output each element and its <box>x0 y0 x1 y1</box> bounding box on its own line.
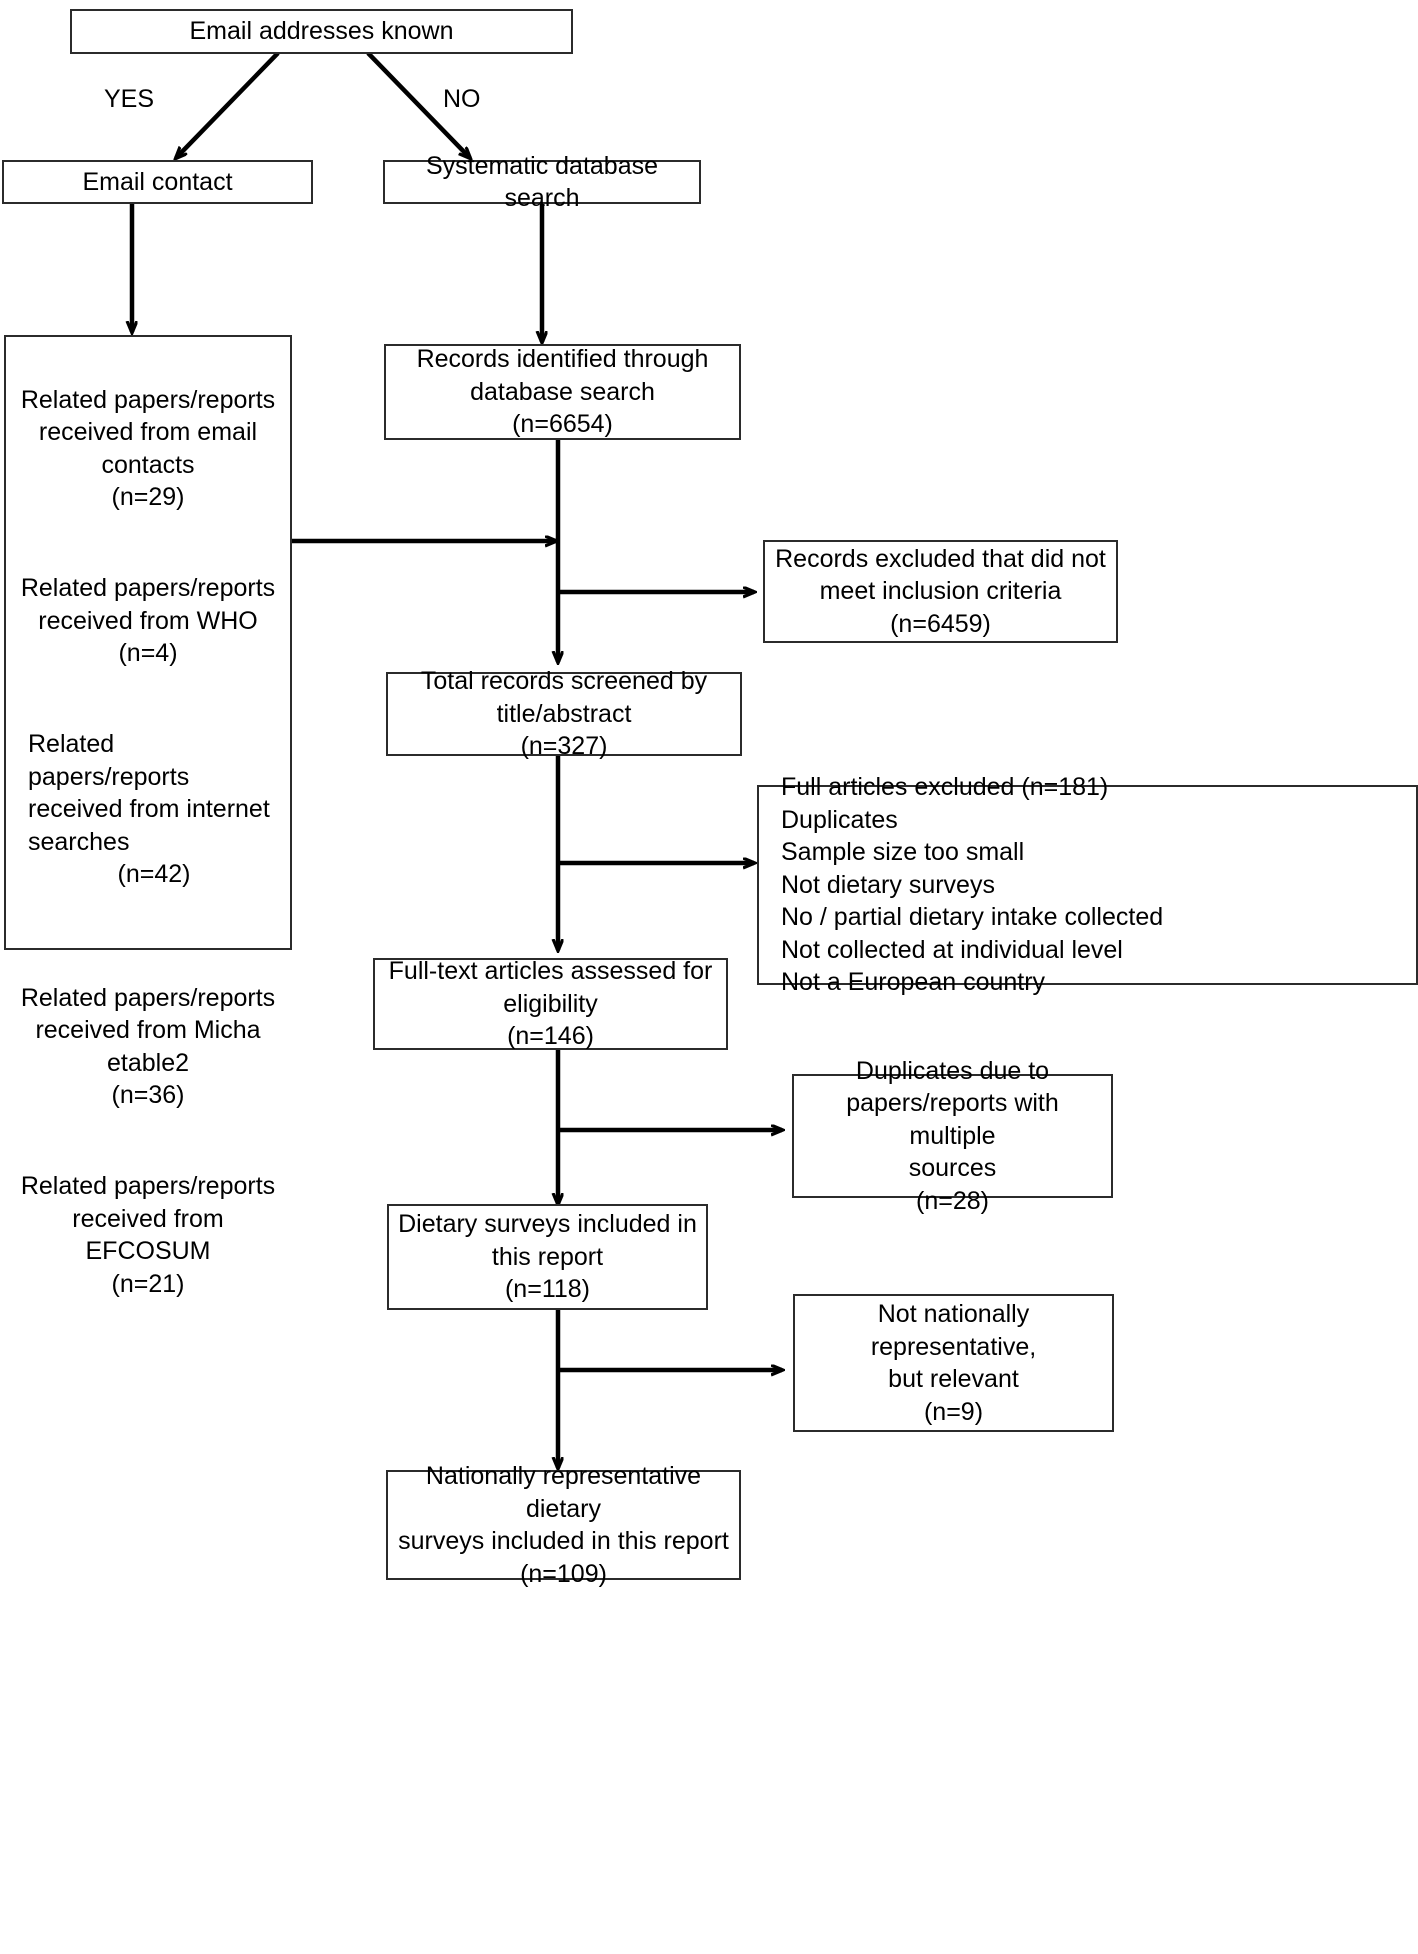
node-label: Dietary surveys included in this report … <box>398 1210 697 1304</box>
edge-label-no: NO <box>443 85 481 113</box>
related-source-count: (n=36) <box>111 1081 185 1109</box>
node-label: Records identified through database sear… <box>416 345 709 439</box>
related-source-group: Related papers/reports received from WHO… <box>16 540 280 670</box>
node-label: Email addresses known <box>189 17 454 46</box>
node-label: Nationally representative dietary survey… <box>398 1462 729 1588</box>
related-source-count: (n=29) <box>111 483 185 511</box>
related-source-head: Related papers/reports received from Mic… <box>20 983 276 1077</box>
node-systematic-database-search[interactable]: Systematic database search <box>383 152 701 212</box>
node-label: Systematic database search <box>425 151 659 213</box>
edge-label-yes: YES <box>104 85 155 113</box>
node-records-excluded[interactable]: Records excluded that did not meet inclu… <box>763 540 1118 643</box>
node-full-text-assessed[interactable]: Full-text articles assessed for eligibil… <box>373 957 728 1051</box>
edge-yes <box>176 51 280 158</box>
related-source-head: Related papers/reports received from EFC… <box>20 1172 276 1265</box>
excluded-line: Not dietary surveys <box>781 870 995 899</box>
node-label: Not nationally representative, but relev… <box>870 1300 1037 1426</box>
excluded-line: No / partial dietary intake collected <box>781 903 1164 932</box>
node-label: Email contact <box>82 167 233 196</box>
related-source-group: Related papers/reports received from Mic… <box>16 949 280 1112</box>
related-source-count: (n=21) <box>111 1269 185 1298</box>
node-email-contact[interactable]: Email contact <box>2 160 313 204</box>
node-duplicates-multiple-sources[interactable]: Duplicates due to papers/reports with mu… <box>792 1057 1113 1215</box>
node-email-addresses-known[interactable]: Email addresses known <box>70 9 573 54</box>
node-nationally-representative[interactable]: Nationally representative dietary survey… <box>386 1462 741 1588</box>
node-total-records-screened[interactable]: Total records screened by title/abstract… <box>386 667 742 760</box>
node-dietary-surveys-included[interactable]: Dietary surveys included in this report … <box>387 1204 708 1310</box>
related-source-count: (n=4) <box>118 639 178 667</box>
node-records-identified[interactable]: Records identified through database sear… <box>384 344 741 440</box>
related-source-group: Related papers/reports received from int… <box>16 696 280 924</box>
excluded-line: Full articles excluded (n=181) <box>781 773 1109 802</box>
excluded-line: Sample size too small <box>781 838 1025 867</box>
node-label: Duplicates due to papers/reports with mu… <box>846 1056 1059 1215</box>
excluded-line: Not collected at individual level <box>781 935 1123 964</box>
related-source-head: Related papers/reports received from ema… <box>20 385 276 479</box>
related-source-head: Related papers/reports received from WHO <box>20 574 276 635</box>
related-source-group: Related papers/reports received from EFC… <box>16 1138 280 1301</box>
related-source-head: Related papers/reports received from int… <box>28 730 270 856</box>
related-source-count: (n=42) <box>117 860 191 888</box>
node-related-sources[interactable]: Related papers/reports received from ema… <box>4 335 292 1298</box>
node-label: Records excluded that did not meet inclu… <box>775 544 1106 638</box>
related-source-group: Related papers/reports received from ema… <box>16 351 280 514</box>
excluded-line: Duplicates <box>781 805 898 834</box>
excluded-line: Not a European country <box>781 968 1046 997</box>
node-label: Full-text articles assessed for eligibil… <box>388 957 713 1051</box>
node-label: Total records screened by title/abstract… <box>420 667 708 761</box>
node-full-articles-excluded[interactable]: Full articles excluded (n=181) Duplicate… <box>757 773 1418 996</box>
node-not-nationally-representative[interactable]: Not nationally representative, but relev… <box>793 1294 1114 1432</box>
